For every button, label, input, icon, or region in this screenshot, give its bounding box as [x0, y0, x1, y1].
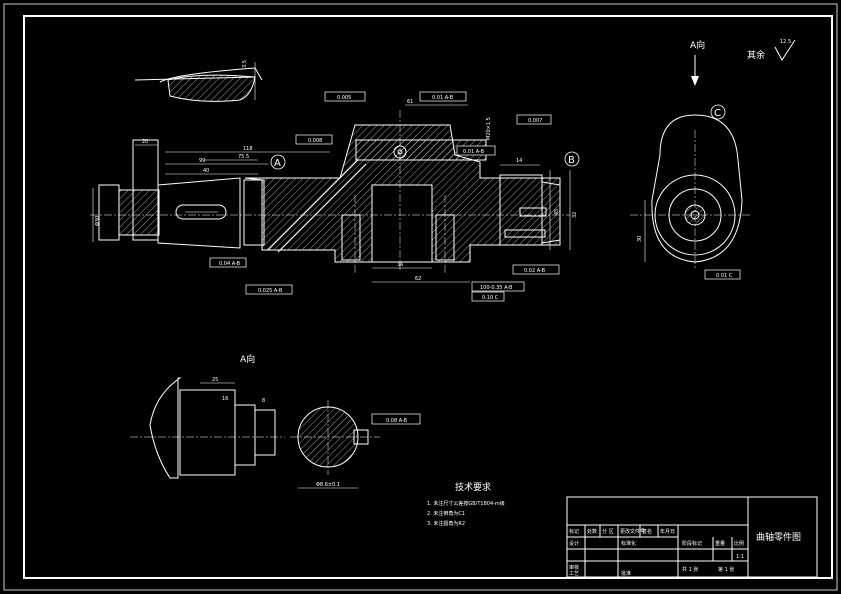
tech-req-heading: 技术要求: [455, 481, 491, 493]
right-side-view: A向 其余 12.5 30: [630, 39, 796, 270]
svg-text:签名: 签名: [642, 528, 652, 535]
outer-border: [3, 3, 838, 591]
top-left-section-view: 3.5: [134, 60, 263, 102]
dim-3-5: 3.5: [242, 60, 248, 68]
dim-left-diameter: Φ30: [95, 216, 101, 226]
view-label-top: A向: [690, 39, 705, 51]
inner-frame: [23, 15, 833, 579]
tol-0-007: 0.007: [528, 118, 542, 124]
dim-32: 32: [572, 212, 578, 218]
bottom-a-view: A向 25 16 8 Φ8.6±0.1: [130, 353, 380, 489]
svg-text:工艺: 工艺: [569, 571, 579, 577]
dim-36: 36: [397, 262, 403, 268]
svg-text:重量: 重量: [715, 540, 725, 547]
callout-c: C: [710, 104, 726, 120]
tolerance-frames: 0.005 0.01 A-B 0.007 0.008 0.01 A-B 0.04…: [209, 91, 741, 425]
callout-b: B: [564, 151, 580, 167]
tol-0-01-ab: 0.01 A-B: [432, 95, 454, 101]
svg-text:阶段标记: 阶段标记: [682, 540, 702, 547]
svg-text:标准化: 标准化: [621, 540, 636, 547]
dim-bottom-diameter: Φ8.6±0.1: [316, 482, 340, 488]
roughness-other-label: 其余: [747, 49, 765, 61]
svg-text:处数: 处数: [587, 528, 597, 535]
tol-0-005: 0.005: [337, 95, 351, 101]
dim-64: 62: [415, 276, 421, 282]
svg-text:更改文件号: 更改文件号: [620, 528, 645, 535]
tol-0-10-c: 0.10 C: [482, 295, 499, 301]
svg-text:B: B: [568, 155, 575, 166]
dim-25: 25: [212, 377, 218, 383]
svg-text:比例: 比例: [734, 540, 744, 547]
dim-45: 45: [554, 209, 560, 215]
tech-req-item-3: 3. 未注圆角为R2: [427, 520, 465, 527]
dim-14: 14: [516, 158, 522, 164]
dim-61: 61: [407, 99, 413, 105]
svg-text:审核: 审核: [569, 564, 579, 571]
dim-8: 8: [262, 398, 265, 404]
tech-req-item-1: 1. 未注尺寸公差按GB/T1804-m级: [427, 500, 505, 507]
tol-0-04-ab: 0.04 A-B: [219, 261, 241, 267]
svg-text:标记: 标记: [569, 528, 579, 535]
tol-0-08-ab: 0.08 A-B: [386, 418, 408, 424]
svg-text:设计: 设计: [569, 540, 579, 547]
dim-16: 16: [222, 396, 228, 402]
tol-0-025-ab: 0.025 A-B: [258, 288, 283, 294]
tol-0-01-ab-2: 0.01 A-B: [463, 149, 485, 155]
tol-0-02-ab: 0.02 A-B: [524, 268, 546, 274]
scale-value: 1:1: [736, 554, 744, 560]
sheets-total: 共 1 张: [682, 566, 698, 573]
tol-0-008: 0.008: [308, 138, 322, 144]
title-part-name: 曲轴零件图: [756, 531, 801, 543]
main-front-view: [90, 110, 570, 275]
callout-a: A: [270, 154, 286, 170]
dim-40: 40: [203, 168, 209, 174]
title-block: 曲轴零件图 标记 处数 分 区 更改文件号 签名 年月日 设计 标准化 审核 工…: [566, 496, 818, 578]
dim-118: 118: [243, 146, 253, 152]
tech-req-item-2: 2. 未注倒角为C1: [427, 510, 465, 517]
tech-requirements: 技术要求 1. 未注尺寸公差按GB/T1804-m级 2. 未注倒角为C1 3.…: [427, 481, 505, 527]
tol-0-01-c: 0.01 C: [716, 273, 733, 279]
view-label-bottom: A向: [240, 353, 255, 365]
sheet-number: 第 1 张: [718, 566, 734, 573]
dim-75-5: 75.5: [238, 154, 249, 160]
roughness-value: 12.5: [780, 39, 791, 45]
dim-99: 99: [199, 158, 205, 164]
svg-text:批准: 批准: [621, 570, 631, 577]
dim-30: 30: [637, 236, 643, 242]
main-view-dimensions: 20 118 99 40 75.5 Φ30 62 36 61 M20×1.5 1…: [92, 99, 578, 283]
tol-100: 100-0.35 A-B: [480, 285, 513, 291]
svg-text:分 区: 分 区: [602, 528, 614, 535]
dim-20: 20: [142, 139, 148, 145]
svg-text:C: C: [714, 108, 721, 119]
svg-text:A: A: [274, 158, 281, 169]
svg-text:年月日: 年月日: [660, 528, 675, 535]
dim-thread: M20×1.5: [486, 117, 492, 140]
